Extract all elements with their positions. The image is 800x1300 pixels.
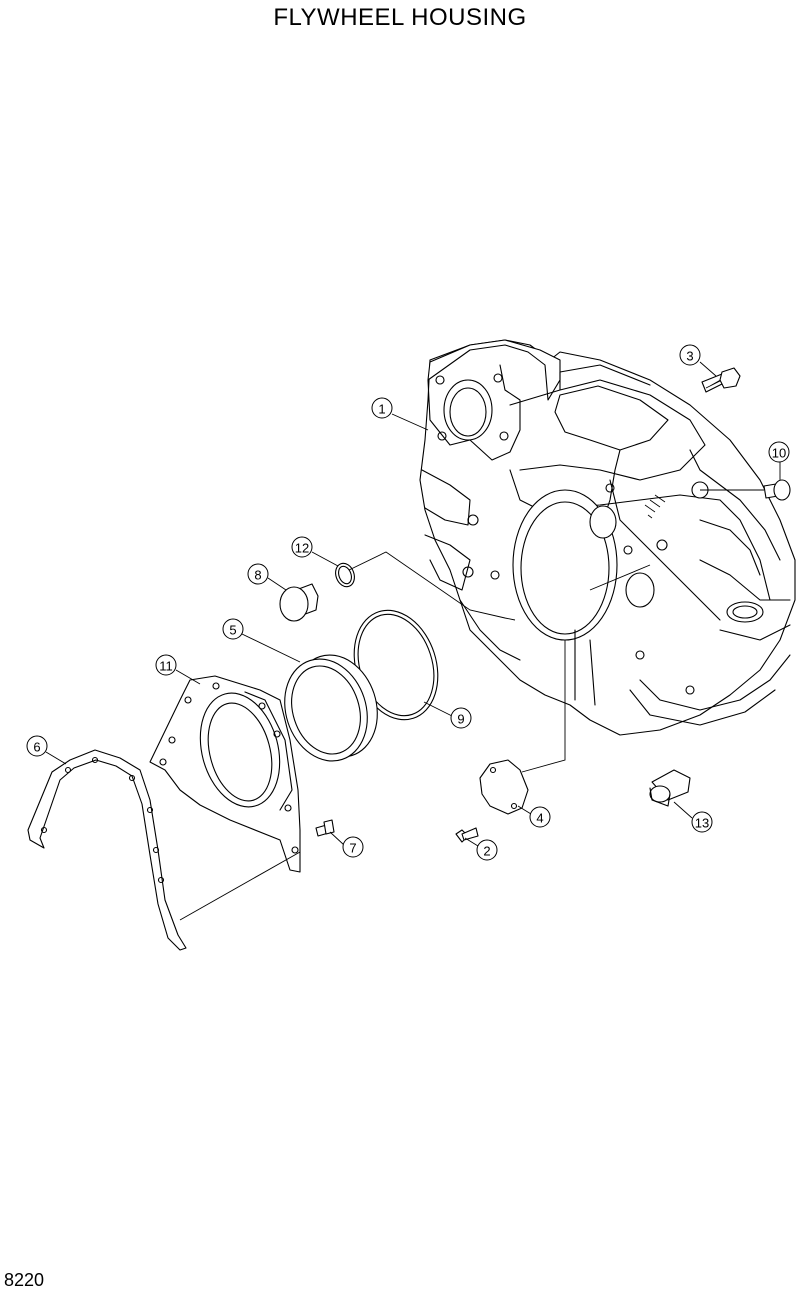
- flywheel-housing: [419, 339, 796, 736]
- svg-text:5: 5: [229, 623, 236, 638]
- svg-text:2: 2: [483, 844, 490, 859]
- seal-retainer-part-11: [149, 675, 301, 873]
- svg-text:10: 10: [772, 446, 786, 461]
- callout-8: 8: [247, 563, 269, 585]
- svg-text:11: 11: [159, 659, 173, 674]
- callouts: 1 2 3 4 5 6: [26, 344, 790, 861]
- callout-5: 5: [222, 618, 244, 640]
- svg-text:9: 9: [457, 712, 464, 727]
- o-ring-part-12: [335, 562, 355, 588]
- svg-text:6: 6: [33, 740, 40, 755]
- callout-13: 13: [691, 811, 713, 833]
- assembly-lines: [179, 489, 764, 921]
- callout-4: 4: [529, 806, 551, 828]
- bolt-part-7: [315, 819, 335, 837]
- page-number: 8220: [4, 1270, 45, 1290]
- svg-text:8: 8: [254, 568, 261, 583]
- callout-9: 9: [450, 707, 472, 729]
- bolt-part-2: [455, 827, 479, 843]
- callout-1: 1: [371, 397, 393, 419]
- diagram-title: FLYWHEEL HOUSING: [273, 4, 527, 31]
- callout-6: 6: [26, 735, 48, 757]
- callout-7: 7: [342, 836, 364, 858]
- svg-text:7: 7: [349, 841, 356, 856]
- cover-plate-part-4: [479, 759, 529, 815]
- oil-seal-part-5: [284, 654, 378, 762]
- svg-text:13: 13: [695, 816, 709, 831]
- gasket-part-6: [27, 749, 187, 951]
- callout-10: 10: [768, 441, 790, 463]
- svg-text:1: 1: [378, 402, 385, 417]
- callout-11: 11: [155, 654, 177, 676]
- callout-2: 2: [476, 839, 498, 861]
- svg-text:3: 3: [686, 349, 693, 364]
- callout-3: 3: [679, 344, 701, 366]
- bolt-part-3: [701, 367, 741, 393]
- callout-12: 12: [291, 536, 313, 558]
- clamp-part-13: [649, 769, 691, 807]
- svg-text:12: 12: [295, 541, 309, 556]
- plug-part-10: [763, 479, 791, 501]
- plug-part-8: [279, 583, 319, 622]
- svg-text:4: 4: [536, 811, 543, 826]
